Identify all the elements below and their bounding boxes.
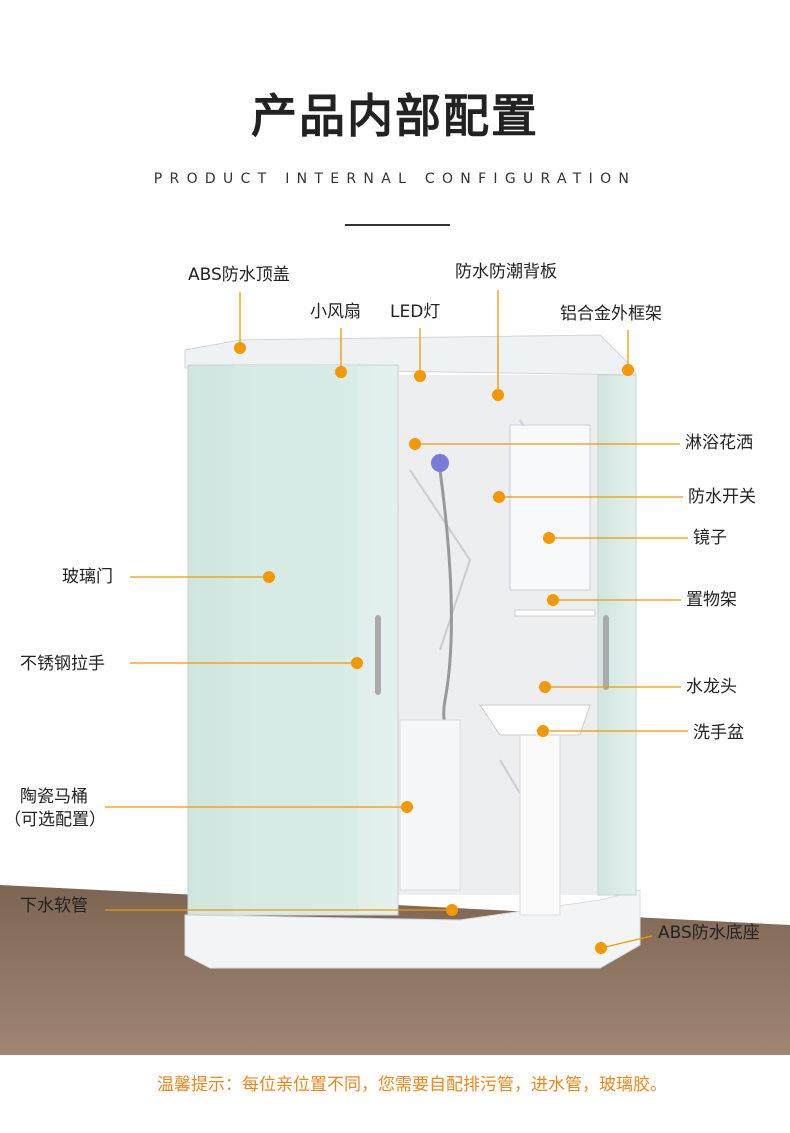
label-top-cover: ABS防水顶盖: [188, 265, 290, 285]
page-title: 产品内部配置: [251, 89, 539, 143]
label-shelf: 置物架: [686, 590, 737, 610]
label-shower: 淋浴花洒: [685, 433, 753, 453]
shower-head: [431, 454, 449, 472]
label-toilet-note: （可选配置）: [4, 810, 106, 830]
label-handle: 不锈钢拉手: [20, 654, 105, 674]
label-drain-hose: 下水软管: [20, 896, 88, 916]
shelf: [514, 609, 596, 617]
mirror: [509, 424, 591, 591]
base-tray: [184, 889, 641, 969]
door-handle: [375, 615, 381, 695]
label-frame: 铝合金外框架: [560, 304, 662, 324]
label-back-panel: 防水防潮背板: [455, 262, 557, 282]
label-base: ABS防水底座: [658, 923, 760, 943]
label-basin: 洗手盆: [693, 723, 744, 743]
label-led: LED灯: [390, 302, 441, 322]
basin-pedestal: [519, 709, 561, 916]
label-faucet: 水龙头: [686, 677, 737, 697]
label-toilet: 陶瓷马桶: [20, 787, 88, 807]
divider: [345, 224, 450, 226]
label-mirror: 镜子: [693, 528, 727, 548]
label-glass-door: 玻璃门: [62, 567, 113, 587]
label-switch: 防水开关: [688, 487, 756, 507]
label-fan: 小风扇: [310, 302, 361, 322]
footer-note: 温馨提示：每位亲位置不同，您需要自配排污管，进水管，玻璃胶。: [157, 1075, 667, 1095]
basin: [479, 704, 591, 736]
toilet: [399, 719, 461, 891]
page-subtitle: PRODUCT INTERNAL CONFIGURATION: [153, 171, 637, 187]
